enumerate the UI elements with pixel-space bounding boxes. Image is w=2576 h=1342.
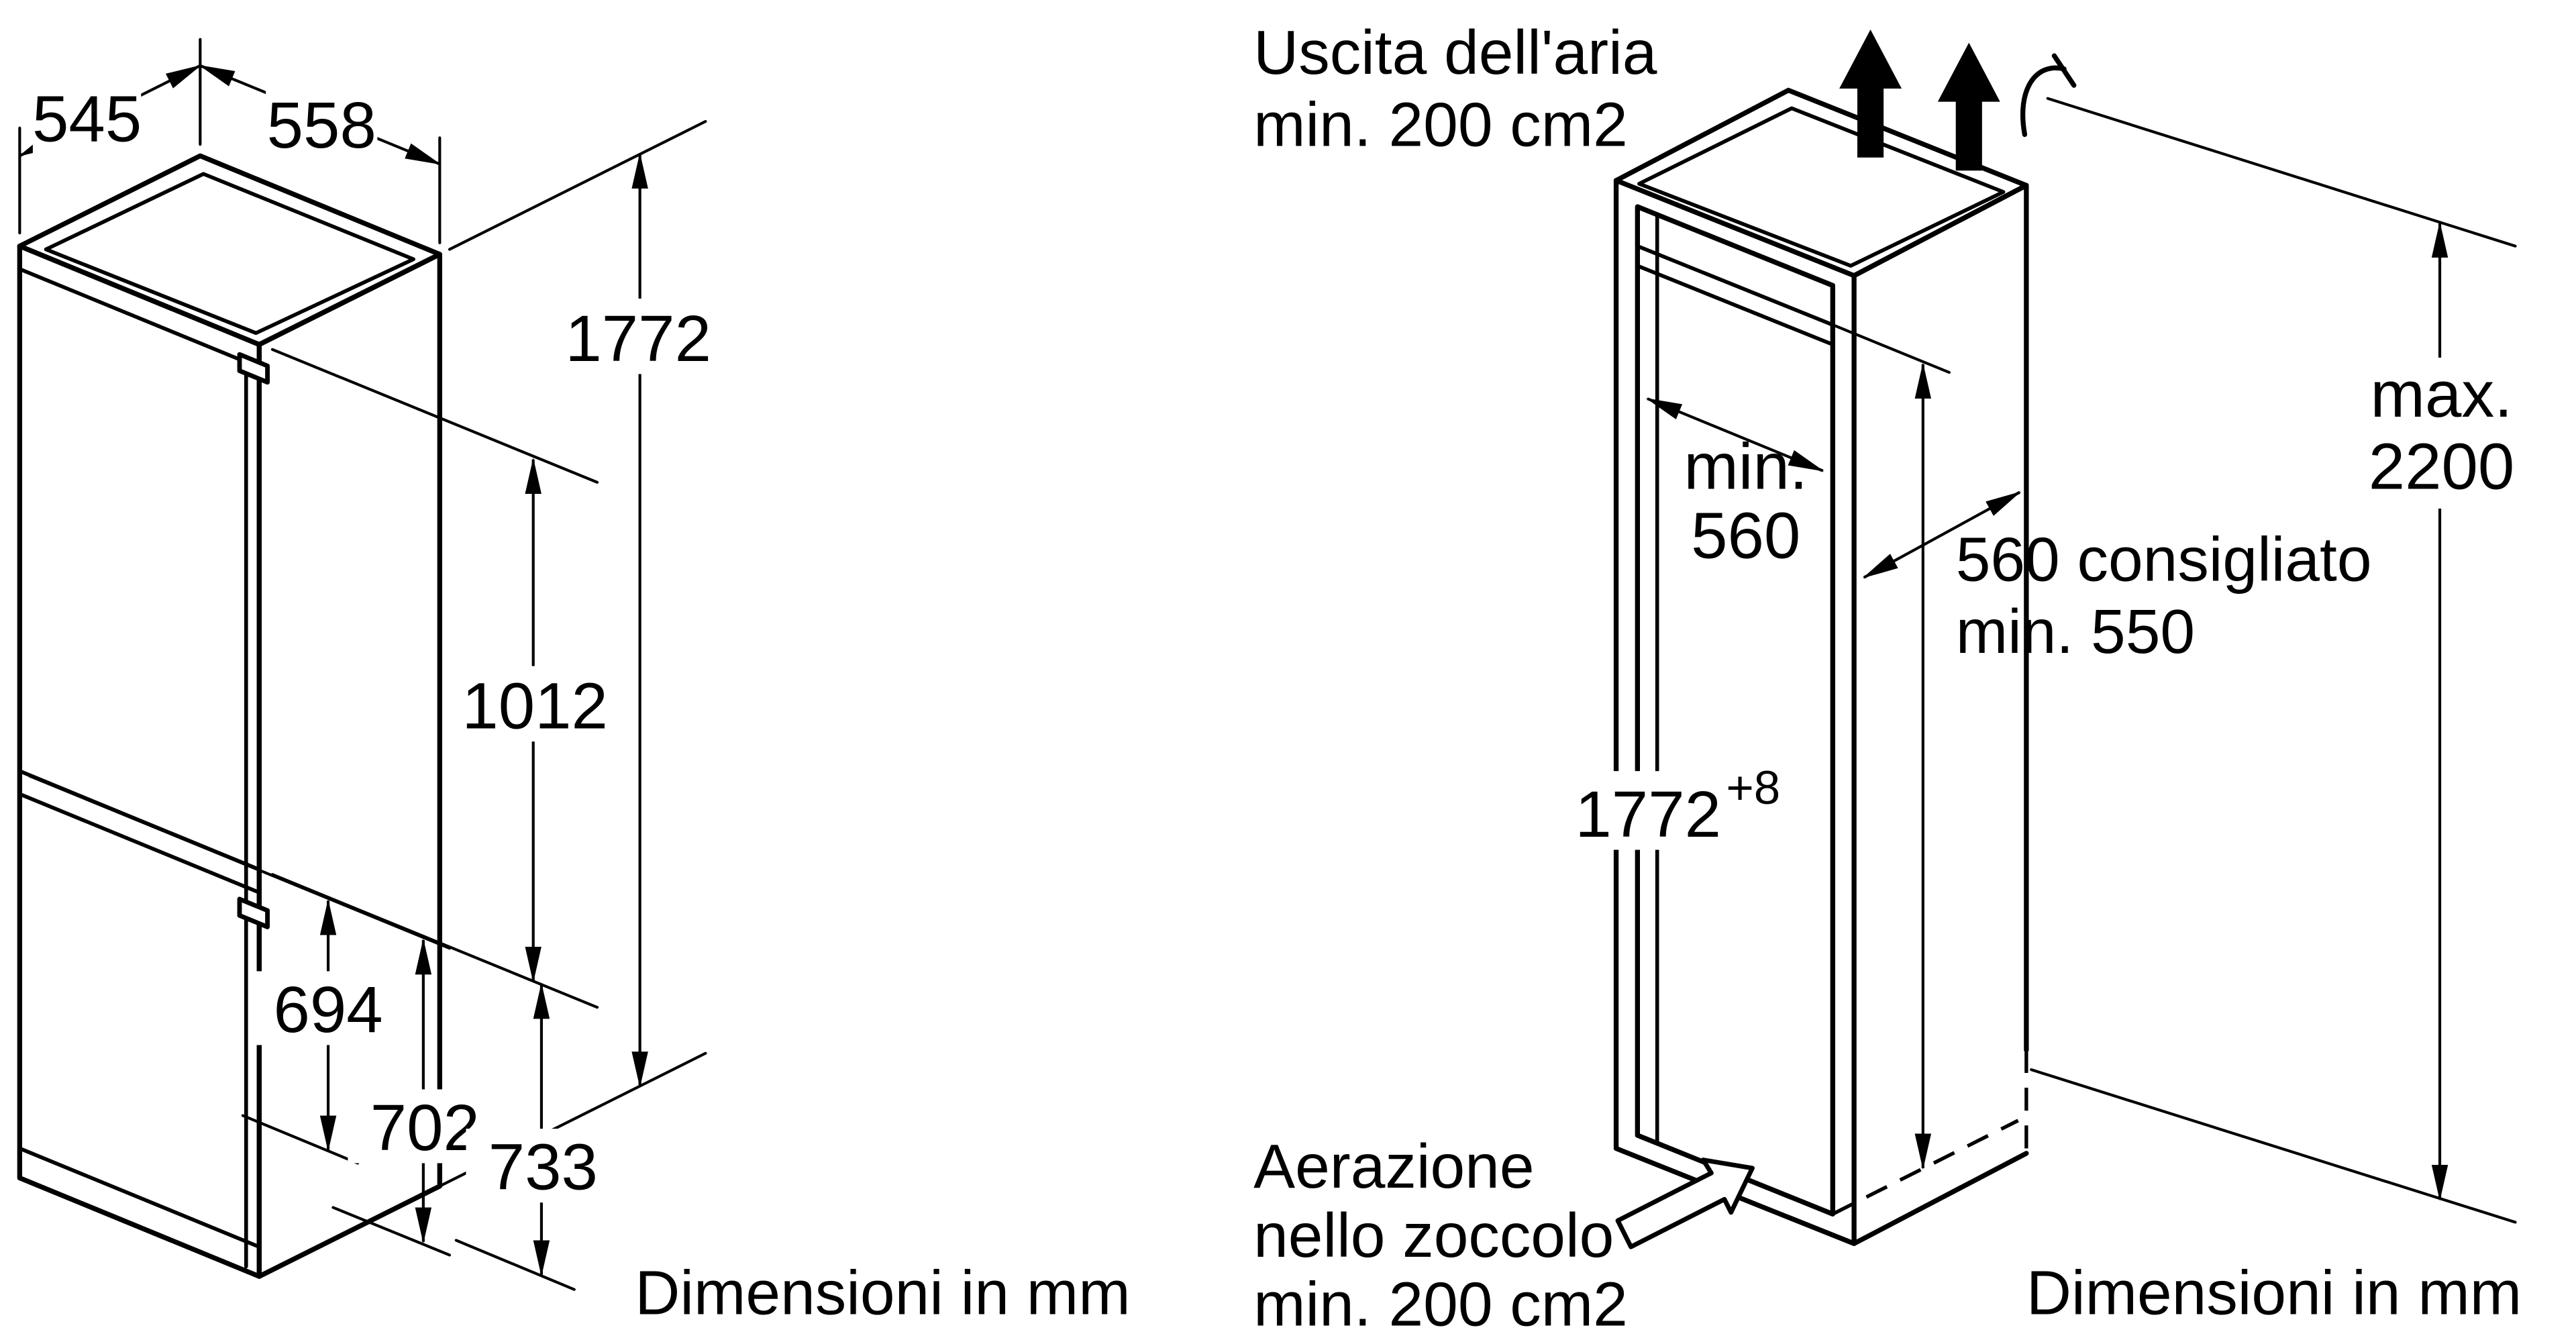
label-bg [2353, 358, 2530, 509]
air-flow-up-arrow-icon [1937, 42, 2000, 171]
label-bg [1561, 771, 1812, 850]
dim-label-width: 558 [267, 88, 376, 162]
dim-line-niche-width [1645, 397, 1824, 472]
ext-line-max-top [2046, 97, 2517, 248]
appliance-dimension-drawing: 545 558 1772 1012 694 702 733 Dimensioni… [17, 38, 1131, 1327]
ext-line-702-bottom [331, 1206, 452, 1257]
niche-top-face-inner [1637, 106, 2006, 268]
label-bg [32, 82, 142, 154]
caption-right: Dimensioni in mm [2026, 1257, 2522, 1327]
ext-line-max-bottom [2030, 1068, 2517, 1224]
niche-dimension-drawing: Uscita dell'aria min. 200 cm2 min. 560 5… [1253, 17, 2530, 1339]
niche-side-face [1851, 183, 2029, 1053]
ext-line-niche-height-top [1831, 323, 1951, 374]
label-bg [451, 666, 619, 742]
label-bg [554, 298, 722, 374]
hidden-edge-floor [1832, 1119, 2019, 1216]
ext-line-1012-top [270, 348, 599, 484]
fridge-base-line [17, 1146, 262, 1249]
label-bg [252, 971, 404, 1045]
dim-label-694: 694 [273, 972, 382, 1046]
niche-ceiling-line-1 [1635, 244, 1835, 327]
ext-line-694-bottom [241, 1114, 360, 1165]
plinth-note-line1: Aerazione [1253, 1131, 1534, 1201]
niche-depth-label-line1: 560 consigliato [1956, 525, 2372, 595]
ext-line-divider [28, 774, 452, 950]
vent-curve-tick-icon [2051, 53, 2077, 88]
vent-curve-icon [2020, 65, 2067, 138]
dim-label-702: 702 [370, 1090, 480, 1164]
caption-left: Dimensioni in mm [635, 1257, 1130, 1327]
niche-height-tolerance: +8 [1726, 762, 1780, 815]
niche-width-label-line2: 560 [1691, 498, 1800, 572]
niche-height-value: 1772 [1575, 777, 1721, 851]
max-height-label-line2: 2200 [2369, 429, 2515, 503]
fridge-front-face [17, 244, 262, 1279]
dim-label-733: 733 [488, 1130, 598, 1204]
dim-label-depth: 545 [32, 81, 142, 155]
niche-opening [1635, 204, 1835, 1217]
label-bg [466, 1129, 621, 1203]
ext-line-height-top [448, 119, 707, 251]
dim-label-upper-door: 1012 [462, 669, 608, 743]
plinth-note-line3: min. 200 cm2 [1253, 1270, 1628, 1339]
air-outlet-note-line1: Uscita dell'aria [1253, 17, 1657, 87]
max-height-label-line1: max. [2371, 357, 2513, 431]
fridge-divider-line-2 [17, 792, 262, 894]
air-outlet-note-line2: min. 200 cm2 [1253, 90, 1628, 160]
fridge-lower-handle [237, 896, 270, 929]
dim-label-height: 1772 [565, 301, 711, 375]
plinth-air-arrow-icon [1615, 1157, 1755, 1249]
air-flow-up-arrow-icon [1839, 30, 1902, 158]
niche-width-label-line1: min. [1684, 429, 1808, 503]
dim-line-niche-depth [1862, 491, 2022, 579]
fridge-door-top-line [17, 267, 262, 370]
niche-depth-label-line2: min. 550 [1956, 597, 2195, 666]
niche-side-bottom-edge [1851, 1151, 2029, 1246]
niche-ceiling-line-2 [1635, 264, 1835, 347]
plinth-note-line2: nello zoccolo [1253, 1200, 1614, 1270]
label-bg [266, 89, 378, 161]
fridge-top-face-inner [44, 172, 416, 336]
fridge-upper-handle [237, 352, 270, 385]
ext-line-733-bottom [454, 1239, 576, 1291]
